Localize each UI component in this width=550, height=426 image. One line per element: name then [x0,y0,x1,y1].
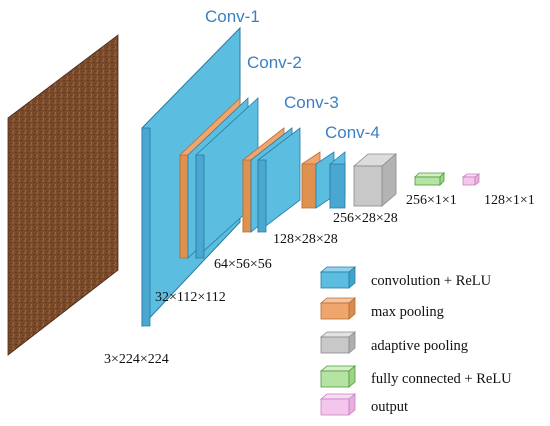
conv3-block [242,127,301,233]
conv1-dim-label: 32×112×112 [155,290,226,305]
legend-label-adaptive: adaptive pooling [371,338,468,354]
conv4-dim-label: 256×28×28 [333,211,398,226]
conv4-block [301,151,346,209]
legend-item-conv: convolution + ReLU [319,266,492,289]
legend-item-maxpool: max pooling [319,297,444,320]
legend: convolution + ReLU max pooling adaptive … [319,266,512,416]
legend-item-adaptive: adaptive pooling [319,331,468,354]
legend-label-output: output [371,399,408,415]
output-block [461,173,481,186]
conv2-title: Conv-2 [247,53,302,72]
conv1-title: Conv-1 [205,7,260,26]
fc-dim-label: 256×1×1 [406,193,457,208]
legend-item-output: output [319,393,408,416]
conv3-title: Conv-3 [284,93,339,112]
input-dim-label: 3×224×224 [104,352,169,367]
fc-block [414,172,445,186]
legend-item-fc: fully connected + ReLU [319,365,512,388]
conv2-block [179,97,259,259]
output-dim-label: 128×1×1 [484,193,535,208]
conv2-dim-label: 64×56×56 [214,257,272,272]
legend-label-maxpool: max pooling [371,304,444,320]
conv4-title: Conv-4 [325,123,380,142]
conv3-dim-label: 128×28×28 [273,232,338,247]
legend-label-conv: convolution + ReLU [371,273,492,289]
input-image [7,34,119,356]
adaptive-pool-block [352,153,398,207]
legend-label-fc: fully connected + ReLU [371,371,512,387]
